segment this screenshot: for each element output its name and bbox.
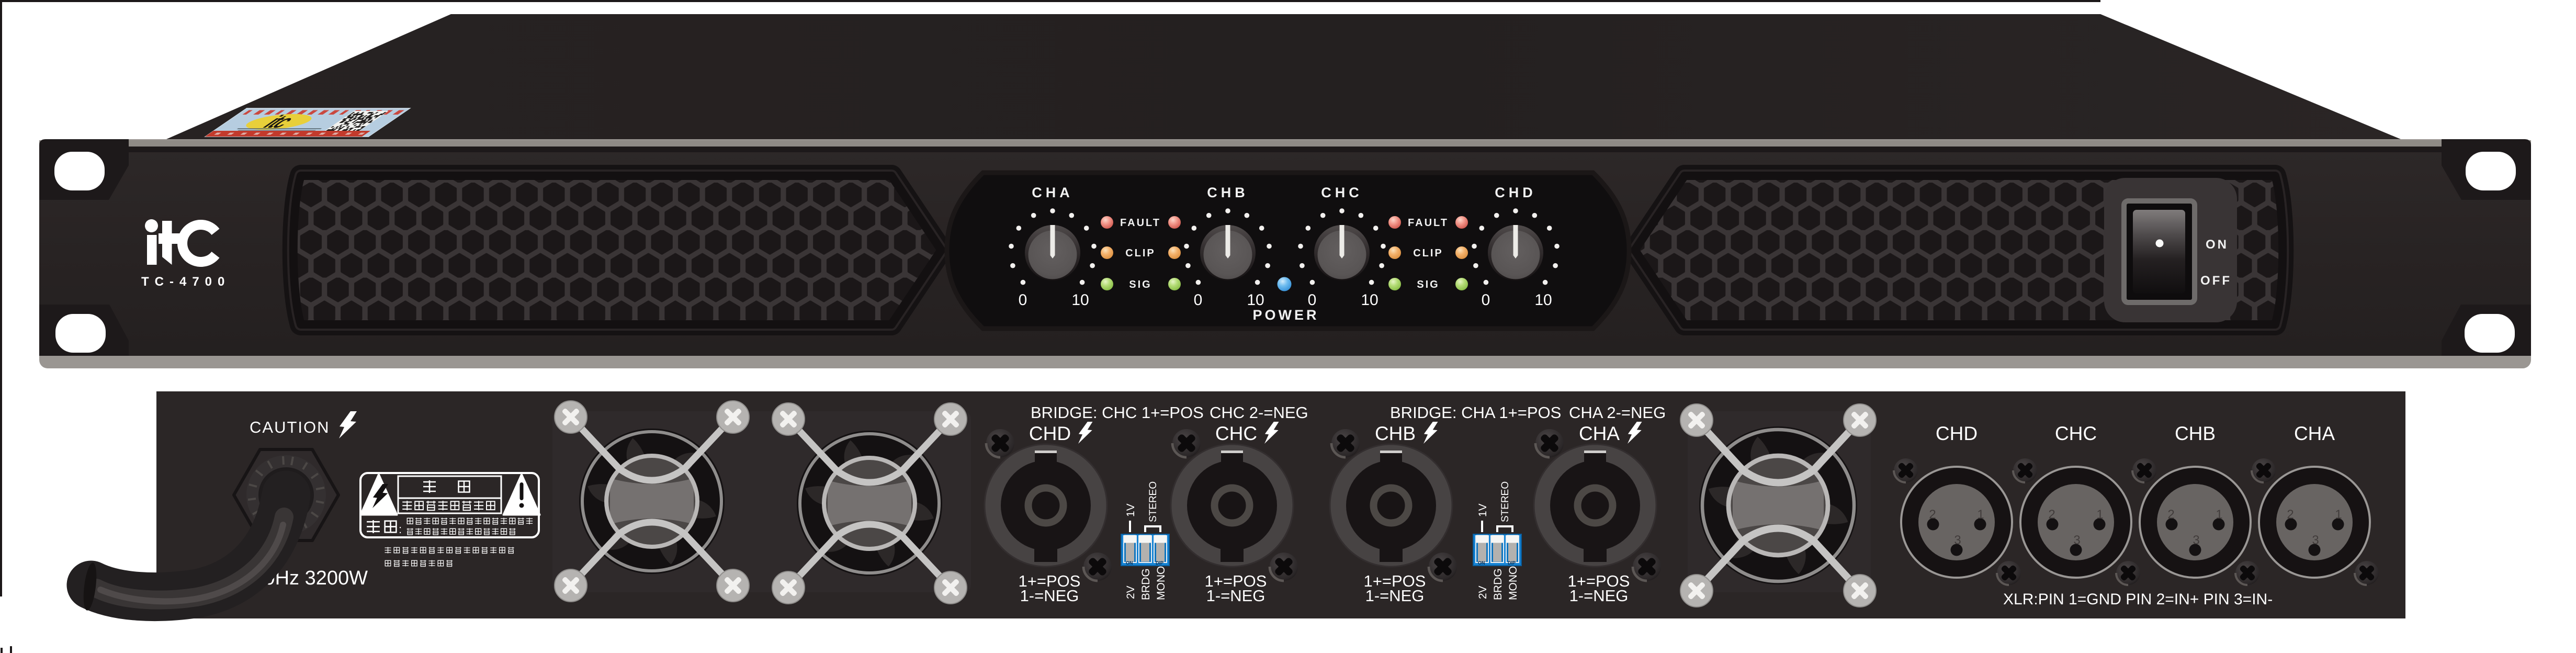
svg-text:CHB: CHB — [2175, 423, 2216, 444]
svg-text:0: 0 — [1308, 291, 1317, 309]
svg-text:10: 10 — [1361, 291, 1378, 309]
svg-text:FAULT: FAULT — [1408, 217, 1449, 229]
svg-text:1+=POS: 1+=POS — [1568, 572, 1630, 590]
svg-text:CHC: CHC — [2055, 423, 2097, 444]
svg-text:CHC: CHC — [1321, 185, 1363, 200]
svg-text:CAUTION: CAUTION — [250, 418, 330, 436]
svg-text:1: 1 — [2335, 508, 2342, 522]
svg-text:MONO: MONO — [1507, 566, 1519, 600]
svg-text:STEREO: STEREO — [1148, 481, 1159, 522]
svg-text:0: 0 — [1194, 291, 1203, 309]
svg-text:BRDG: BRDG — [1140, 568, 1152, 600]
svg-text:1V: 1V — [1477, 503, 1489, 517]
svg-text:1+=POS: 1+=POS — [1364, 572, 1426, 590]
svg-text:DIP: DIP — [1156, 560, 1163, 566]
svg-text:1: 1 — [2096, 508, 2103, 522]
svg-text:1V: 1V — [1125, 503, 1137, 517]
svg-text:DIP: DIP — [1508, 560, 1516, 566]
svg-text:2V: 2V — [1125, 586, 1137, 599]
svg-text:CHA: CHA — [1579, 423, 1620, 444]
svg-text:3: 3 — [2312, 533, 2319, 547]
svg-text:3: 3 — [2073, 533, 2080, 547]
svg-text:BRIDGE: CHC 1+=POS: BRIDGE: CHC 1+=POS — [1031, 403, 1204, 422]
svg-text:MONO: MONO — [1155, 566, 1167, 600]
svg-text:BRIDGE: CHA 1+=POS: BRIDGE: CHA 1+=POS — [1390, 403, 1561, 422]
svg-text:CHA 2-=NEG: CHA 2-=NEG — [1569, 403, 1666, 422]
svg-text:CHB: CHB — [1375, 423, 1416, 444]
svg-text:1+=POS: 1+=POS — [1019, 572, 1081, 590]
svg-text:POWER: POWER — [1252, 307, 1319, 323]
svg-text:SIG: SIG — [1129, 279, 1151, 290]
svg-text:TC-4700: TC-4700 — [141, 275, 230, 289]
svg-text:CHC 2-=NEG: CHC 2-=NEG — [1210, 403, 1308, 422]
svg-text:SIG: SIG — [1417, 279, 1439, 290]
svg-text:2V: 2V — [1477, 586, 1489, 599]
svg-text:2: 2 — [2048, 508, 2055, 522]
svg-text:10: 10 — [1071, 291, 1089, 309]
svg-text:1-=NEG: 1-=NEG — [1569, 587, 1629, 605]
svg-text:1-=NEG: 1-=NEG — [1365, 587, 1425, 605]
svg-text:BRDG: BRDG — [1492, 568, 1504, 600]
svg-text:CHD: CHD — [1029, 423, 1071, 444]
svg-text:1+=POS: 1+=POS — [1205, 572, 1267, 590]
svg-text::: : — [399, 523, 402, 536]
svg-text:10: 10 — [1247, 291, 1264, 309]
svg-text:CHD: CHD — [1495, 185, 1536, 200]
svg-text:1-=NEG: 1-=NEG — [1020, 587, 1079, 605]
svg-text:CHB: CHB — [1207, 185, 1249, 200]
svg-text:3: 3 — [2193, 533, 2199, 547]
svg-text:STEREO: STEREO — [1500, 481, 1511, 522]
svg-text:CLIP: CLIP — [1125, 247, 1156, 259]
svg-text:1-=NEG: 1-=NEG — [1206, 587, 1266, 605]
svg-text:ON: ON — [1126, 560, 1133, 566]
svg-text:0: 0 — [1019, 291, 1027, 309]
svg-text:3: 3 — [1954, 533, 1961, 547]
svg-text:ON: ON — [2206, 238, 2229, 252]
svg-text:CLIP: CLIP — [1413, 247, 1443, 259]
svg-text:0: 0 — [1482, 291, 1490, 309]
svg-text:2: 2 — [1929, 508, 1936, 522]
svg-text:1: 1 — [1977, 508, 1984, 522]
svg-text:2: 2 — [2287, 508, 2293, 522]
svg-text:CHC: CHC — [1215, 423, 1257, 444]
svg-text:CHD: CHD — [1936, 423, 1978, 444]
svg-text:2: 2 — [2167, 508, 2174, 522]
svg-text:ON: ON — [1478, 560, 1485, 566]
svg-text:XLR:PIN 1=GND PIN 2=IN+ PIN 3=: XLR:PIN 1=GND PIN 2=IN+ PIN 3=IN- — [2003, 591, 2273, 608]
svg-text:CHA: CHA — [2294, 423, 2335, 444]
svg-text:FAULT: FAULT — [1120, 217, 1161, 229]
svg-text:1: 1 — [2216, 508, 2222, 522]
svg-text:OFF: OFF — [2200, 274, 2232, 288]
svg-text:10: 10 — [1534, 291, 1552, 309]
svg-text:CHA: CHA — [1032, 185, 1074, 200]
